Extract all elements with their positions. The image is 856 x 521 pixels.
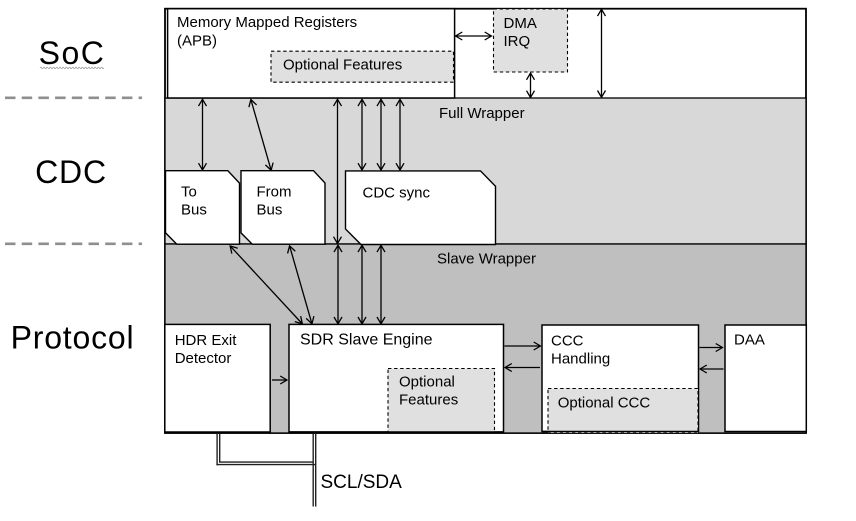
svg-text:Memory Mapped Registers: Memory Mapped Registers	[177, 14, 357, 31]
svg-text:DMA: DMA	[504, 15, 537, 32]
svg-text:Bus: Bus	[257, 202, 283, 219]
svg-text:CDC sync: CDC sync	[363, 185, 431, 202]
svg-text:To: To	[181, 184, 197, 201]
svg-text:IRQ: IRQ	[504, 33, 531, 50]
svg-text:Detector: Detector	[175, 350, 232, 367]
svg-text:SDR Slave Engine: SDR Slave Engine	[300, 332, 433, 349]
svg-text:Slave Wrapper: Slave Wrapper	[437, 251, 536, 268]
svg-text:SCL/SDA: SCL/SDA	[321, 472, 403, 493]
svg-text:(APB): (APB)	[177, 32, 217, 49]
svg-text:Handling: Handling	[551, 351, 610, 368]
svg-text:Optional Features: Optional Features	[283, 56, 402, 73]
svg-text:HDR Exit: HDR Exit	[175, 332, 238, 349]
svg-text:CDC: CDC	[35, 154, 107, 190]
svg-text:SoC: SoC	[39, 35, 106, 71]
svg-text:Features: Features	[399, 391, 458, 408]
svg-text:Protocol: Protocol	[11, 320, 135, 356]
svg-text:From: From	[257, 184, 292, 201]
svg-text:Bus: Bus	[181, 202, 207, 219]
svg-text:Optional CCC: Optional CCC	[558, 394, 651, 411]
svg-text:CCC: CCC	[551, 333, 584, 350]
svg-text:Full Wrapper: Full Wrapper	[439, 105, 525, 122]
svg-text:DAA: DAA	[734, 332, 765, 349]
svg-text:Optional: Optional	[399, 374, 455, 391]
